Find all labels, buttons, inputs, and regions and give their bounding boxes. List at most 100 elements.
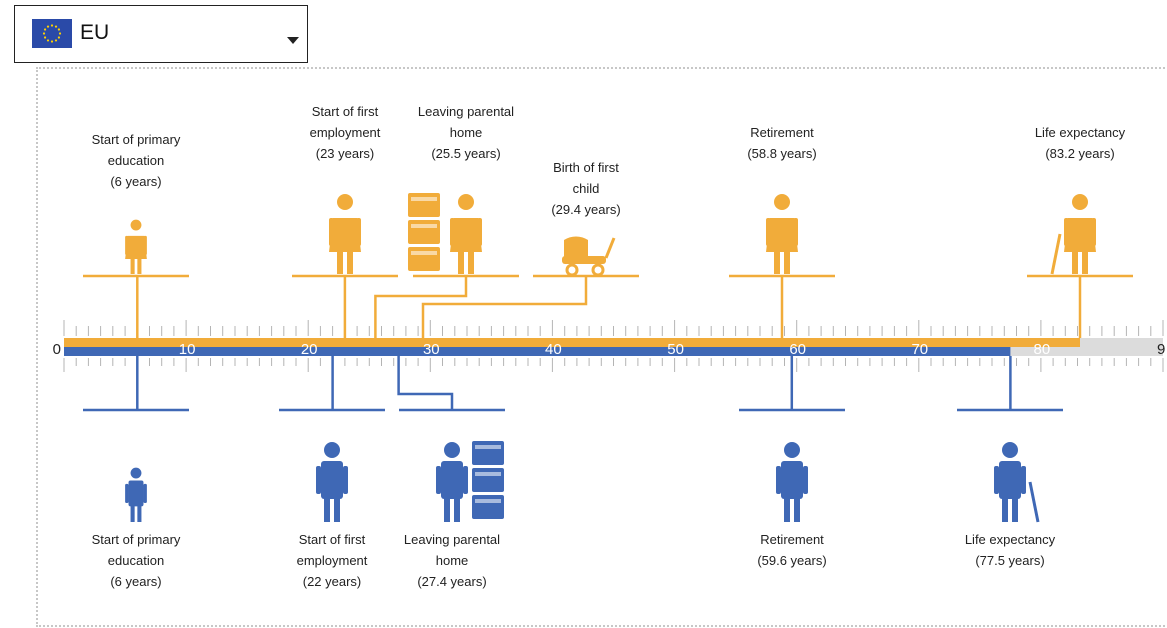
box bbox=[408, 220, 440, 244]
milestone-label: home bbox=[450, 125, 483, 140]
axis-tick-label: 70 bbox=[911, 341, 928, 358]
pram-wheel bbox=[591, 263, 605, 277]
milestone-label: Start of first bbox=[312, 104, 379, 119]
leg bbox=[794, 498, 800, 522]
arm bbox=[356, 218, 361, 246]
box bbox=[472, 495, 504, 519]
leg bbox=[1072, 250, 1078, 274]
women-connector bbox=[421, 276, 588, 338]
milestone-label: (58.8 years) bbox=[747, 146, 816, 161]
axis-tick-label: 20 bbox=[301, 341, 318, 358]
retired-woman-icon bbox=[766, 194, 798, 274]
cane bbox=[1050, 233, 1062, 275]
milestone-label: Life expectancy bbox=[965, 532, 1056, 547]
dress bbox=[125, 235, 147, 260]
flag-star bbox=[57, 36, 61, 39]
flag-star bbox=[57, 28, 61, 31]
milestone-label: employment bbox=[297, 553, 368, 568]
flag-star bbox=[42, 32, 46, 35]
working-woman-icon bbox=[329, 194, 361, 274]
elderly-man-icon bbox=[994, 442, 1040, 523]
elderly-woman-icon bbox=[1050, 194, 1096, 275]
leg bbox=[130, 505, 135, 522]
axis-tick-label: 10 bbox=[179, 341, 196, 358]
milestone-label: Start of primary bbox=[92, 532, 181, 547]
milestone-label: Leaving parental bbox=[418, 104, 514, 119]
leg bbox=[784, 250, 790, 274]
head bbox=[1002, 442, 1018, 458]
chevron-down-icon[interactable] bbox=[287, 37, 299, 44]
arm bbox=[766, 218, 771, 246]
milestone-label: employment bbox=[310, 125, 381, 140]
head bbox=[324, 442, 340, 458]
arm bbox=[477, 218, 482, 246]
retired-man-icon bbox=[776, 442, 808, 522]
head bbox=[1072, 194, 1088, 210]
cane bbox=[1028, 481, 1040, 523]
working-man-icon bbox=[316, 442, 348, 522]
head bbox=[774, 194, 790, 210]
arm bbox=[125, 235, 129, 255]
milestone-label: Start of primary bbox=[92, 132, 181, 147]
milestone-label: education bbox=[108, 153, 164, 168]
milestone-label: (25.5 years) bbox=[431, 146, 500, 161]
box-stripe bbox=[475, 472, 501, 476]
flag-star bbox=[58, 32, 62, 35]
leg bbox=[1002, 498, 1008, 522]
axis-tick-label: 40 bbox=[545, 341, 562, 358]
box bbox=[408, 247, 440, 271]
milestone-label: Start of first bbox=[299, 532, 366, 547]
women-lifespan-bar bbox=[64, 338, 1080, 347]
axis-tick-label: 50 bbox=[667, 341, 684, 358]
head bbox=[337, 194, 353, 210]
milestone-label: home bbox=[436, 553, 469, 568]
flag-star bbox=[46, 39, 50, 42]
milestone-label: Birth of first bbox=[553, 160, 619, 175]
torso bbox=[321, 461, 343, 499]
leg bbox=[137, 505, 142, 522]
pram-hood bbox=[564, 236, 588, 260]
country-selector-value: EU bbox=[80, 21, 110, 44]
head bbox=[444, 442, 460, 458]
head bbox=[458, 194, 474, 210]
men-connector bbox=[397, 356, 454, 410]
flag-star bbox=[46, 25, 50, 28]
milestone-label: (59.6 years) bbox=[757, 553, 826, 568]
flag-star bbox=[50, 40, 54, 43]
leg bbox=[454, 498, 460, 522]
dress bbox=[450, 218, 482, 252]
leg bbox=[784, 498, 790, 522]
box-stripe bbox=[411, 197, 437, 201]
leg bbox=[774, 250, 780, 274]
box bbox=[472, 441, 504, 465]
flag-star bbox=[54, 25, 58, 28]
arm bbox=[994, 466, 999, 494]
pram-wheel bbox=[565, 263, 579, 277]
box bbox=[408, 193, 440, 217]
women-connector bbox=[374, 276, 468, 338]
torso bbox=[441, 461, 463, 499]
milestone-label: (77.5 years) bbox=[975, 553, 1044, 568]
country-selector[interactable]: EU bbox=[14, 5, 308, 63]
leg bbox=[337, 250, 343, 274]
leg bbox=[130, 257, 135, 274]
arm bbox=[1064, 218, 1069, 246]
eu-flag-icon bbox=[32, 19, 72, 48]
arm bbox=[1091, 218, 1096, 246]
arm bbox=[329, 218, 334, 246]
milestone-label: (29.4 years) bbox=[551, 202, 620, 217]
boy-icon bbox=[125, 467, 147, 522]
milestone-label: (23 years) bbox=[316, 146, 375, 161]
leg bbox=[1012, 498, 1018, 522]
milestone-label: Retirement bbox=[760, 532, 824, 547]
chart-frame bbox=[36, 67, 1167, 627]
torso bbox=[999, 461, 1021, 499]
pram-handle bbox=[604, 237, 616, 259]
arm bbox=[450, 218, 455, 246]
axis-tick-label: 9 bbox=[1157, 341, 1165, 358]
dress bbox=[329, 218, 361, 252]
axis-tick-label: 0 bbox=[53, 341, 61, 358]
axis-tick-label: 30 bbox=[423, 341, 440, 358]
flag-star bbox=[43, 28, 47, 31]
flag-star bbox=[54, 39, 58, 42]
